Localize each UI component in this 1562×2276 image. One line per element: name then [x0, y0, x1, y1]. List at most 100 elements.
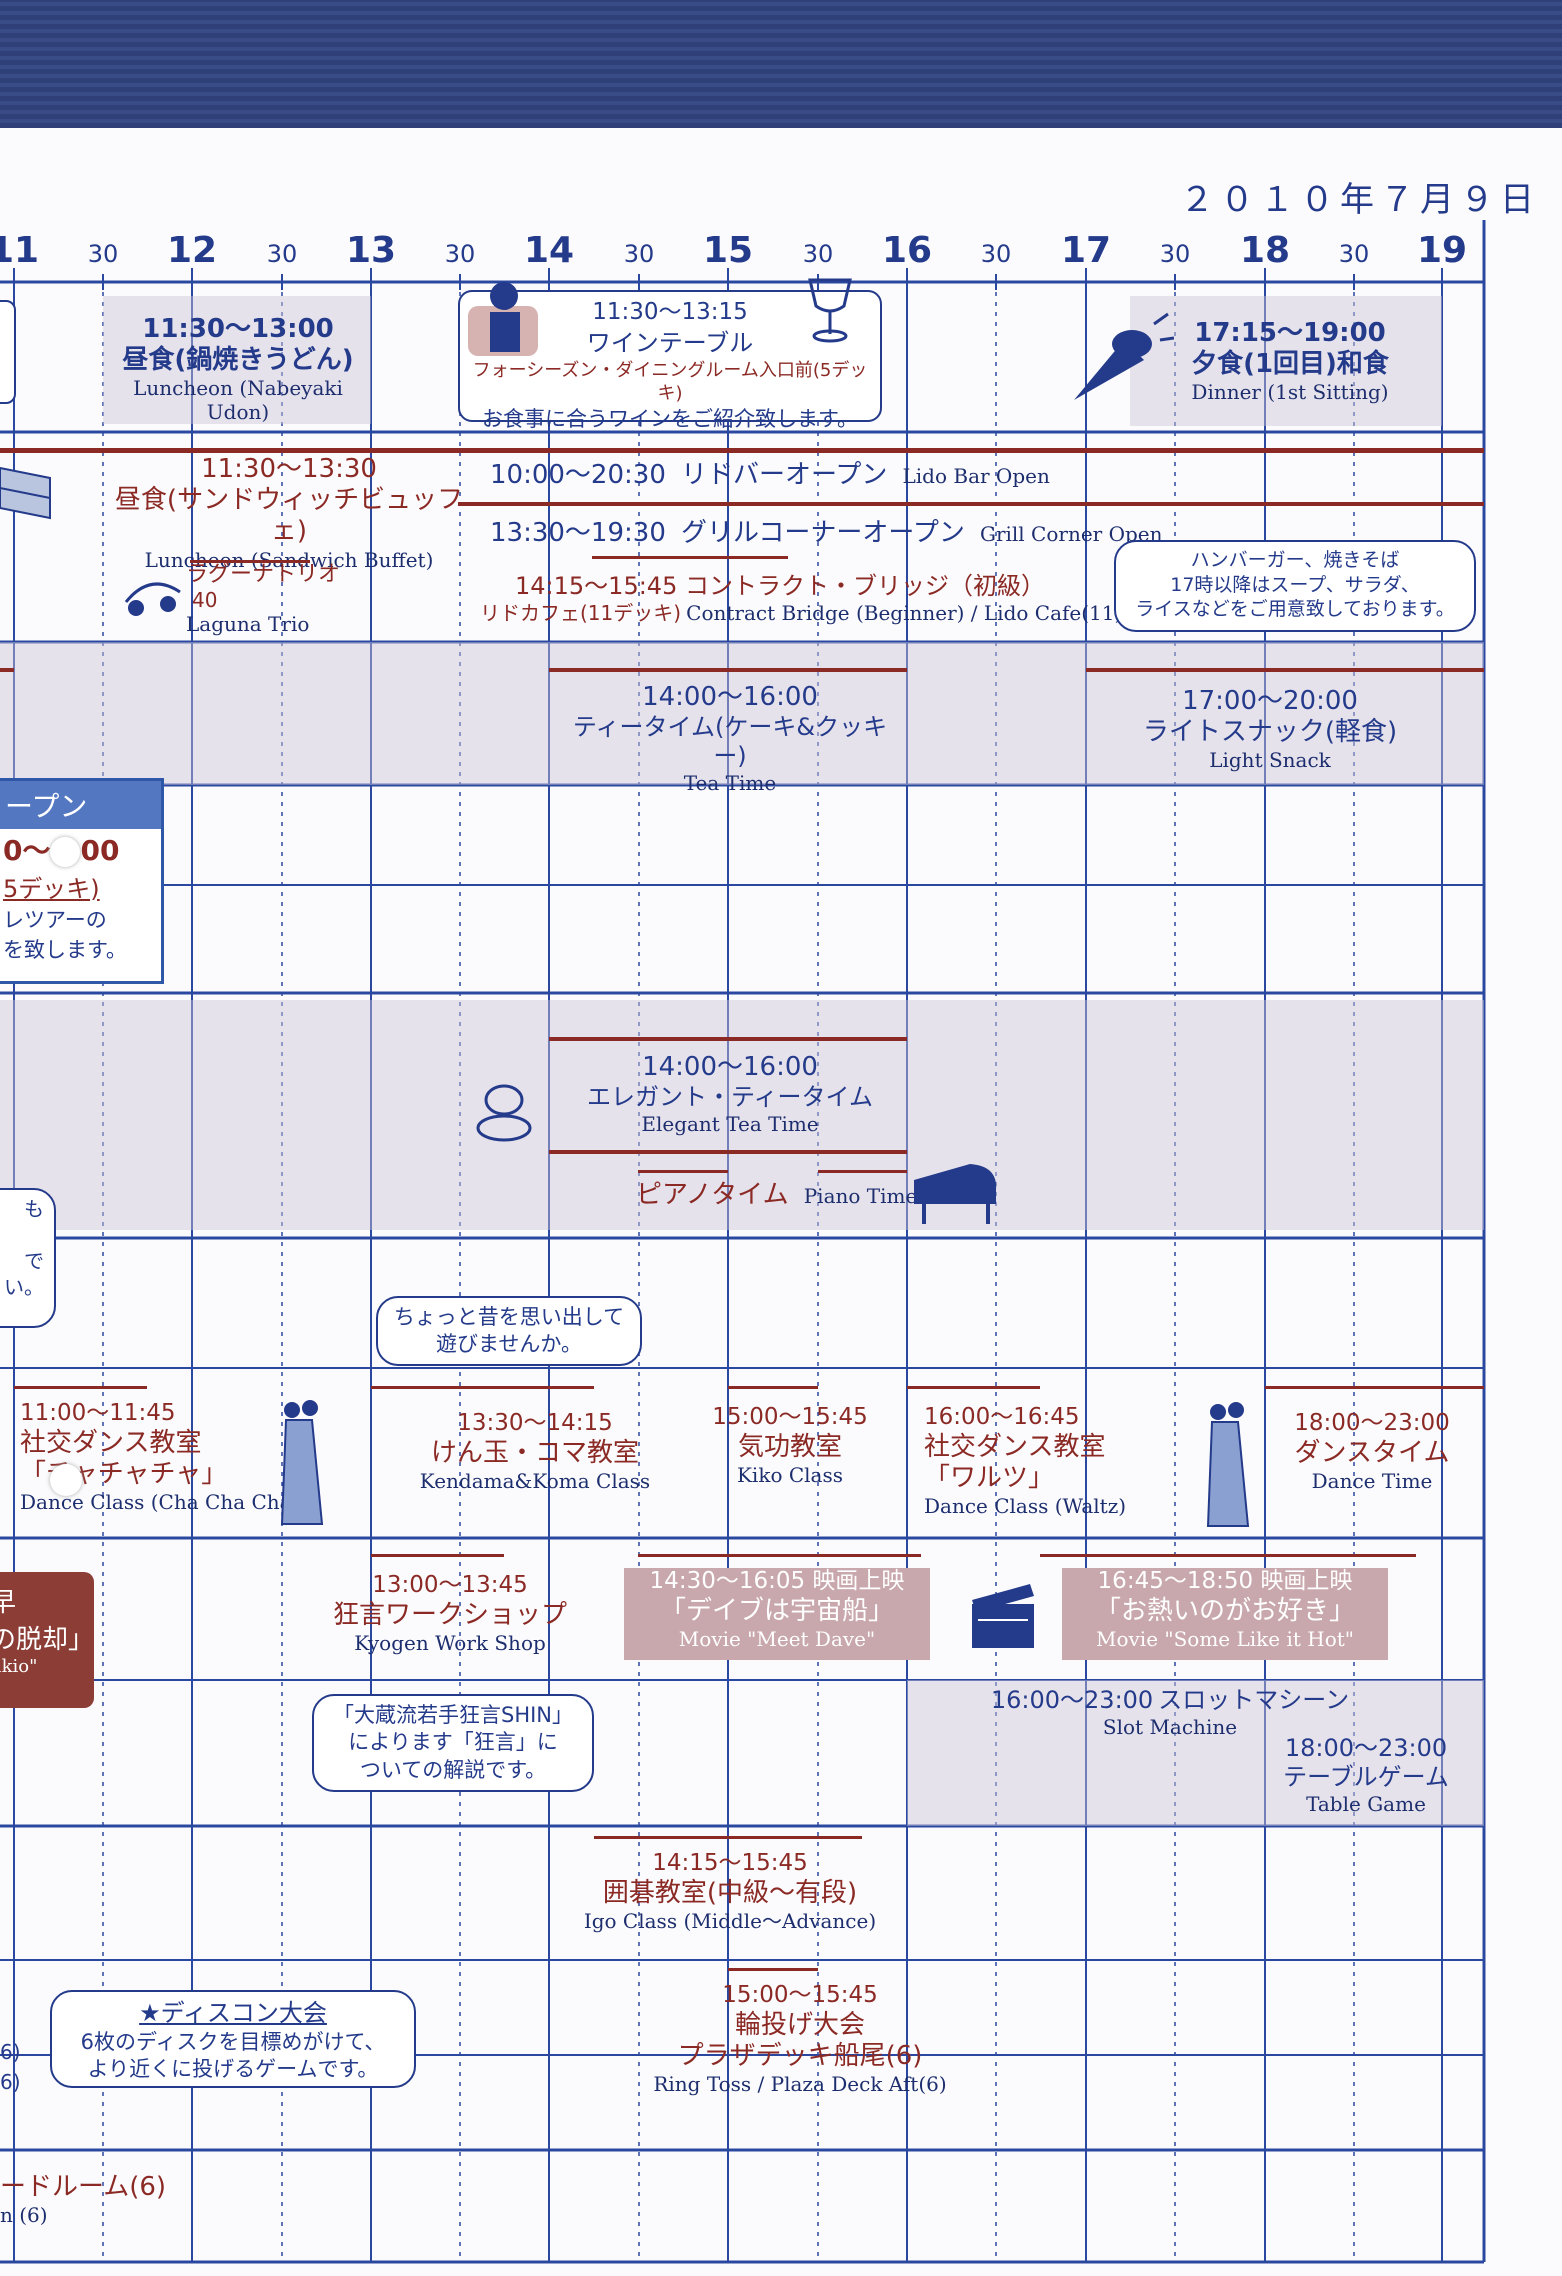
igo-arrow	[594, 1836, 862, 1839]
event-grill: 13:30〜19:30 グリルコーナーオープン Grill Corner Ope…	[490, 518, 1170, 549]
event-sub: 「ワルツ」	[924, 1462, 1055, 1493]
dancers-icon	[1206, 1402, 1250, 1527]
dancetime-arrow	[1265, 1386, 1484, 1389]
event-title: 昼食(鍋焼きうどん)	[122, 345, 354, 376]
half-label: 30	[623, 240, 655, 268]
box-desc-2: を致します。	[3, 938, 127, 962]
event-time: 14:00〜16:00	[642, 1052, 818, 1082]
dance1-arrow	[14, 1386, 147, 1389]
event-english: Light Snack	[1209, 748, 1331, 773]
box-time-end: 00	[80, 834, 120, 867]
event-title: 気功教室	[737, 1431, 842, 1462]
event-english: Laguna Trio	[186, 612, 310, 637]
header-band	[0, 0, 1562, 128]
event-location: リドカフェ(11デッキ)	[480, 600, 682, 625]
hour-label: 12	[166, 230, 218, 271]
event-snack: 17:00〜20:00 ライトスナック(軽食) Light Snack	[1120, 686, 1420, 772]
laguna-arrow	[190, 560, 310, 563]
event-dance1: 11:00〜11:45 社交ダンス教室 「チャチャチャ」 Dance Class…	[20, 1400, 299, 1514]
box-line-3: ukio"	[0, 1656, 38, 1677]
piano-arrow-2	[818, 1170, 907, 1173]
hour-label: 13	[345, 230, 397, 271]
event-english: Igo Class (Middle〜Advance)	[583, 1908, 877, 1933]
event-title: ダンスタイム	[1294, 1437, 1450, 1468]
discon-desc: 6枚のディスクを目標めがけて、 より近くに投げるゲームです。	[80, 2030, 386, 2082]
left-arrow	[0, 668, 14, 672]
event-time: 14:15〜15:45	[515, 572, 678, 600]
elegant-arrow	[549, 1037, 907, 1041]
shade-dinner	[1130, 296, 1442, 426]
fragment-text: ードルーム(6)	[0, 2172, 167, 2202]
event-title: リドバーオープン	[680, 460, 888, 490]
hour-label: 15	[702, 230, 754, 271]
event-time: 13:30〜19:30	[490, 518, 666, 548]
event-english: Elegant Tea Time	[641, 1111, 819, 1136]
event-time: 14:30〜16:05 映画上映	[649, 1568, 905, 1594]
event-igo: 14:15〜15:45 囲碁教室(中級〜有段) Igo Class (Middl…	[580, 1850, 880, 1933]
event-time: 13:00〜13:45	[372, 1572, 528, 1598]
event-title: けん玉・コマ教室	[430, 1437, 639, 1468]
event-title: 「お熱いのがお好き」	[1094, 1595, 1355, 1626]
event-title: ライトスナック(軽食)	[1142, 717, 1398, 748]
clapperboard-icon	[972, 1584, 1034, 1648]
event-location: フォーシーズン・ダイニングルーム入口前(5デッキ)	[472, 360, 868, 405]
sandwich-icon	[0, 466, 51, 520]
event-time: 16:00〜23:00	[990, 1686, 1154, 1714]
box-time: 0〜	[3, 834, 51, 867]
event-lunch-sandwich: 11:30〜13:30 昼食(サンドウィッチビュッフェ) Luncheon (S…	[114, 454, 464, 572]
tea-arrow	[549, 668, 907, 672]
piano-arrow-1	[638, 1170, 728, 1173]
event-dinner: 17:15〜19:00 夕食(1回目)和食 Dinner (1st Sittin…	[1140, 318, 1440, 404]
box-title: ープン	[0, 781, 161, 829]
event-english: Table Game	[1306, 1791, 1426, 1816]
music-notes-icon	[124, 582, 181, 616]
event-dancetime: 18:00〜23:00 ダンスタイム Dance Time	[1262, 1410, 1482, 1493]
half-label: 30	[802, 240, 834, 268]
left-note-bubble: も で い。	[0, 1188, 56, 1328]
waiter-icon	[468, 282, 538, 356]
fragment-text: 6)	[0, 2070, 21, 2094]
event-title: エレガント・ティータイム	[586, 1083, 874, 1112]
event-slot: 16:00〜23:00 スロットマシーン Slot Machine	[970, 1686, 1370, 1739]
event-time: 11:30〜13:30	[201, 454, 377, 484]
event-title: 昼食(サンドウィッチビュッフェ)	[114, 485, 464, 547]
kyogen-arrow	[371, 1554, 504, 1557]
teapot-icon	[476, 1084, 532, 1142]
lido-bar-arrow	[0, 448, 1484, 453]
wine-glass-icon	[808, 278, 852, 343]
event-english: Slot Machine	[1102, 1714, 1238, 1739]
event-location: プラザデッキ船尾(6)	[677, 2040, 923, 2071]
snack-arrow	[1086, 668, 1484, 672]
half-label: 30	[266, 240, 298, 268]
event-kiko: 15:00〜15:45 気功教室 Kiko Class	[700, 1404, 880, 1487]
event-time: 14:00〜16:00	[642, 682, 818, 712]
event-time: 11:30〜13:15	[592, 299, 748, 325]
event-english: Contract Bridge (Beginner) / Lido Cafe(1…	[686, 600, 1123, 625]
punch-hole	[50, 1464, 82, 1496]
hour-label: 19	[1416, 230, 1468, 271]
left-fragment-1: 6) 6)	[0, 2040, 21, 2094]
event-time: 15:00〜15:45	[722, 1982, 878, 2008]
fragment-text: n (6)	[0, 2203, 48, 2228]
event-english: Luncheon (Nabeyaki Udon)	[133, 376, 343, 425]
event-english: Kyogen Work Shop	[354, 1630, 546, 1655]
piano-arrow	[549, 1150, 907, 1154]
event-lunch-udon: 11:30〜13:00 昼食(鍋焼きうどん) Luncheon (Nabeyak…	[108, 314, 368, 424]
event-kendama: 13:30〜14:15 けん玉・コマ教室 Kendama&Koma Class	[410, 1410, 660, 1493]
event-piano: ピアノタイム Piano Time	[636, 1180, 917, 1211]
event-english: Dance Time	[1311, 1468, 1433, 1493]
event-title: 輪投げ大会	[734, 2009, 865, 2040]
box-line-1: 早	[0, 1588, 17, 1618]
dance2-arrow	[907, 1386, 1040, 1389]
event-title: 囲碁教室(中級〜有段)	[602, 1877, 858, 1908]
event-ringtoss: 15:00〜15:45 輪投げ大会 プラザデッキ船尾(6) Ring Toss …	[640, 1982, 960, 2096]
mukashi-bubble: ちょっと昔を思い出して 遊びませんか。	[376, 1296, 642, 1366]
event-title: スロットマシーン	[1158, 1686, 1350, 1714]
page-date: ２０１０年７月９日	[1180, 180, 1540, 220]
event-english: Dance Class (Waltz)	[924, 1493, 1127, 1518]
event-time: 14:15〜15:45	[652, 1850, 808, 1876]
piano-icon	[914, 1164, 997, 1224]
hour-label: 18	[1239, 230, 1291, 271]
event-time: 11:00〜11:45	[20, 1400, 176, 1426]
event-english: Ring Toss / Plaza Deck Aft(6)	[653, 2071, 947, 2096]
